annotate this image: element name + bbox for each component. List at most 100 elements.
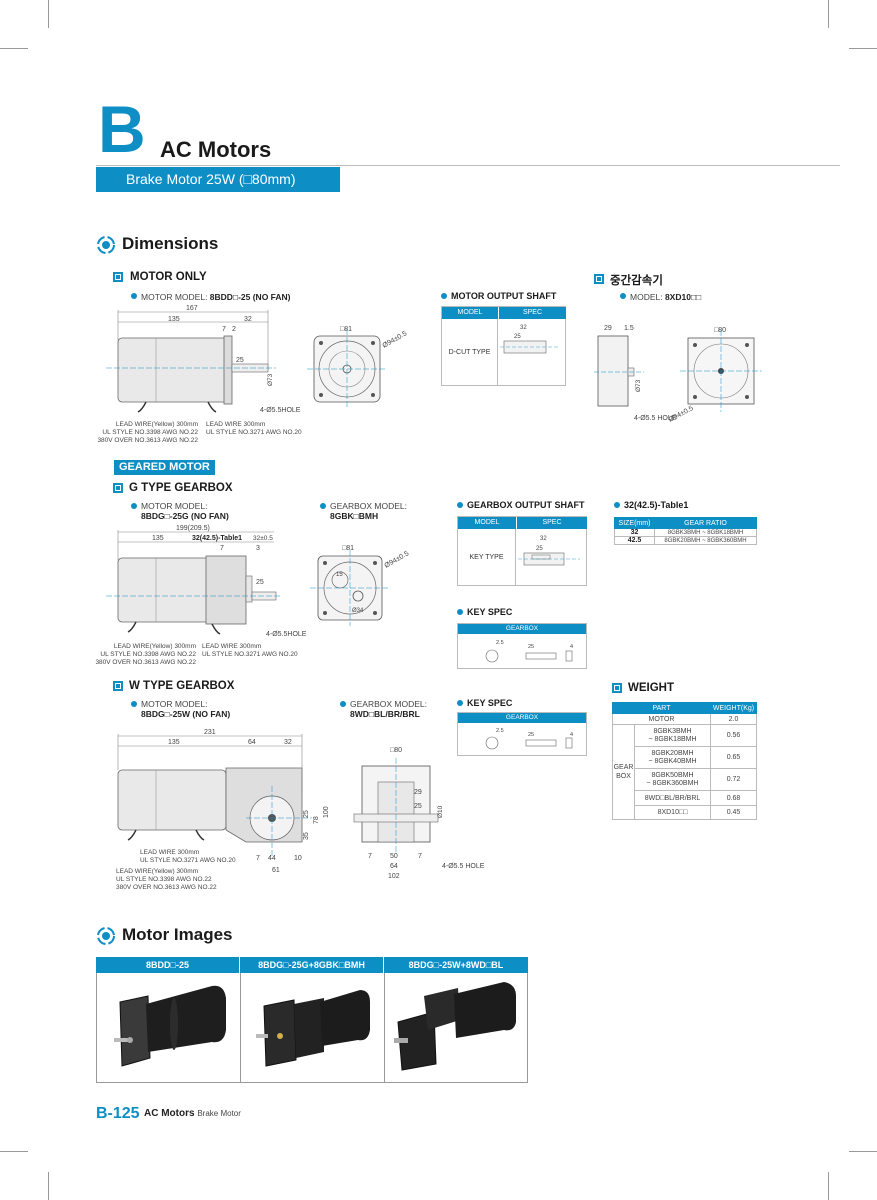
g-model-line: MOTOR MODEL:8BDG□-25G (NO FAN) bbox=[141, 501, 229, 521]
crop-mark bbox=[828, 1172, 829, 1200]
shaft-type: D-CUT TYPE bbox=[442, 319, 498, 386]
svg-text:100: 100 bbox=[323, 806, 330, 818]
crop-mark bbox=[849, 1151, 877, 1152]
crop-mark bbox=[849, 48, 877, 49]
g-type-heading: G TYPE GEARBOX bbox=[129, 482, 233, 494]
svg-text:25: 25 bbox=[414, 803, 422, 810]
w-key-spec-box: GEARBOX 2.5 25 4 bbox=[457, 712, 587, 756]
svg-text:15: 15 bbox=[336, 572, 343, 578]
svg-text:29: 29 bbox=[414, 789, 422, 796]
dim-32: 32 bbox=[244, 316, 252, 323]
svg-text:29: 29 bbox=[604, 325, 612, 332]
svg-text:Ø94±0.5: Ø94±0.5 bbox=[384, 550, 411, 570]
bullet-dot-icon bbox=[457, 700, 463, 706]
shaft-drawing: 32 25 bbox=[500, 325, 560, 354]
svg-text:35: 35 bbox=[303, 832, 310, 840]
footer-title: AC Motors Brake Motor bbox=[144, 1108, 241, 1119]
svg-text:44: 44 bbox=[268, 855, 276, 862]
table1: SIZE(mm) GEAR RATIO 32 8GBK3BMH ~ 8GBK18… bbox=[614, 517, 757, 545]
image-header-1: 8BDD□-25 bbox=[96, 957, 240, 973]
dim-7: 7 bbox=[222, 326, 226, 333]
svg-text:4: 4 bbox=[570, 644, 573, 650]
svg-text:10: 10 bbox=[294, 855, 302, 862]
svg-text:61: 61 bbox=[272, 867, 280, 874]
square-bullet-icon bbox=[113, 681, 123, 691]
col-spec: SPEC bbox=[498, 307, 566, 319]
key-spec-drawing: 2.5 25 4 bbox=[485, 640, 573, 663]
svg-text:4-Ø5.5 HOLE: 4-Ø5.5 HOLE bbox=[634, 415, 677, 422]
table-row: 8GBK50BMH~ 8GBK360BMH 0.72 bbox=[613, 768, 757, 791]
section-title-dimensions: Dimensions bbox=[122, 234, 219, 253]
section-title-motor-images: Motor Images bbox=[122, 925, 233, 944]
key-spec-heading: KEY SPEC bbox=[467, 607, 513, 617]
image-cell-3 bbox=[384, 973, 528, 1083]
table-row: 32 8GBK3BMH ~ 8GBK18BMH bbox=[614, 528, 757, 537]
svg-text:7: 7 bbox=[256, 855, 260, 862]
bullet-dot-icon bbox=[441, 293, 447, 299]
svg-text:□81: □81 bbox=[342, 545, 354, 552]
table-row: 42.5 8GBK20BMH ~ 8GBK360BMH bbox=[614, 536, 757, 545]
section-target-icon bbox=[97, 236, 115, 254]
svg-text:25: 25 bbox=[514, 334, 521, 340]
dim-side-81: □81 bbox=[340, 326, 352, 333]
intermediate-drawing: 29 1.5 Ø73 □80 Ø94±0.5 4-Ø5.5 HOLE bbox=[594, 325, 762, 424]
square-bullet-icon bbox=[594, 274, 604, 284]
bullet-dot-icon bbox=[320, 503, 326, 509]
w-model-line: MOTOR MODEL:8BDG□-25W (NO FAN) bbox=[141, 699, 231, 719]
geared-motor-tag: GEARED MOTOR bbox=[114, 460, 215, 475]
svg-text:4-Ø5.5 HOLE: 4-Ø5.5 HOLE bbox=[442, 863, 485, 870]
svg-text:7: 7 bbox=[220, 545, 224, 552]
svg-text:4: 4 bbox=[570, 732, 573, 738]
intermediate-model-line: MODEL: 8XD10□□ bbox=[630, 292, 702, 302]
svg-text:7: 7 bbox=[418, 853, 422, 860]
svg-text:7: 7 bbox=[368, 853, 372, 860]
dim-25: 25 bbox=[236, 357, 244, 364]
svg-text:199(209.5): 199(209.5) bbox=[176, 525, 210, 532]
g-gearbox-line: GEARBOX MODEL:8GBK□BMH bbox=[330, 501, 407, 521]
gearbox-shaft-heading: GEARBOX OUTPUT SHAFT bbox=[467, 500, 585, 510]
output-shaft-table: MODEL SPEC D-CUT TYPE 32 25 bbox=[441, 306, 566, 386]
motor-photo-8bdg-g bbox=[256, 990, 370, 1067]
intermediate-heading: 중간감속기 bbox=[610, 275, 663, 287]
svg-text:64: 64 bbox=[390, 863, 398, 870]
crop-mark bbox=[0, 1151, 28, 1152]
bullet-dot-icon bbox=[620, 293, 626, 299]
table-row: MOTOR 2.0 bbox=[612, 713, 757, 725]
image-header-2: 8BDG□-25G+8GBK□BMH bbox=[240, 957, 384, 973]
square-bullet-icon bbox=[113, 483, 123, 493]
svg-text:□80: □80 bbox=[714, 327, 726, 334]
w-key-spec-drawing: 2.5 25 4 bbox=[485, 728, 573, 750]
motor-only-heading: MOTOR ONLY bbox=[130, 271, 207, 283]
svg-text:□80: □80 bbox=[390, 747, 402, 754]
key-shaft-drawing: 32 25 bbox=[518, 536, 580, 566]
crop-mark bbox=[0, 48, 28, 49]
crop-mark bbox=[48, 0, 49, 28]
svg-text:Ø73: Ø73 bbox=[635, 379, 642, 392]
square-bullet-icon bbox=[612, 683, 622, 693]
square-bullet-icon bbox=[113, 272, 123, 282]
bullet-dot-icon bbox=[614, 502, 620, 508]
gearbox-shaft-table: MODEL SPEC KEY TYPE 32 25 bbox=[457, 516, 587, 586]
svg-text:64: 64 bbox=[248, 739, 256, 746]
page-title: AC Motors bbox=[160, 137, 272, 162]
chapter-letter: B bbox=[98, 92, 146, 166]
svg-text:25: 25 bbox=[303, 810, 310, 818]
dim-135: 135 bbox=[168, 316, 180, 323]
w-key-spec-heading: KEY SPEC bbox=[467, 698, 513, 708]
weight-heading: WEIGHT bbox=[628, 682, 674, 694]
motor-photo-8bdd bbox=[114, 985, 226, 1067]
svg-text:32(42.5)-Table1: 32(42.5)-Table1 bbox=[192, 535, 242, 542]
svg-text:50: 50 bbox=[390, 853, 398, 860]
bullet-dot-icon bbox=[340, 701, 346, 707]
dim-167: 167 bbox=[186, 305, 198, 312]
w-gearbox-line: GEARBOX MODEL:8WD□BL/BR/BRL bbox=[350, 699, 427, 719]
table-row: 8XD10□□ 0.45 bbox=[613, 805, 757, 820]
bullet-dot-icon bbox=[131, 701, 137, 707]
table-row: 8GBK20BMH~ 8GBK40BMH 0.65 bbox=[613, 746, 757, 769]
title-rule bbox=[96, 165, 840, 166]
